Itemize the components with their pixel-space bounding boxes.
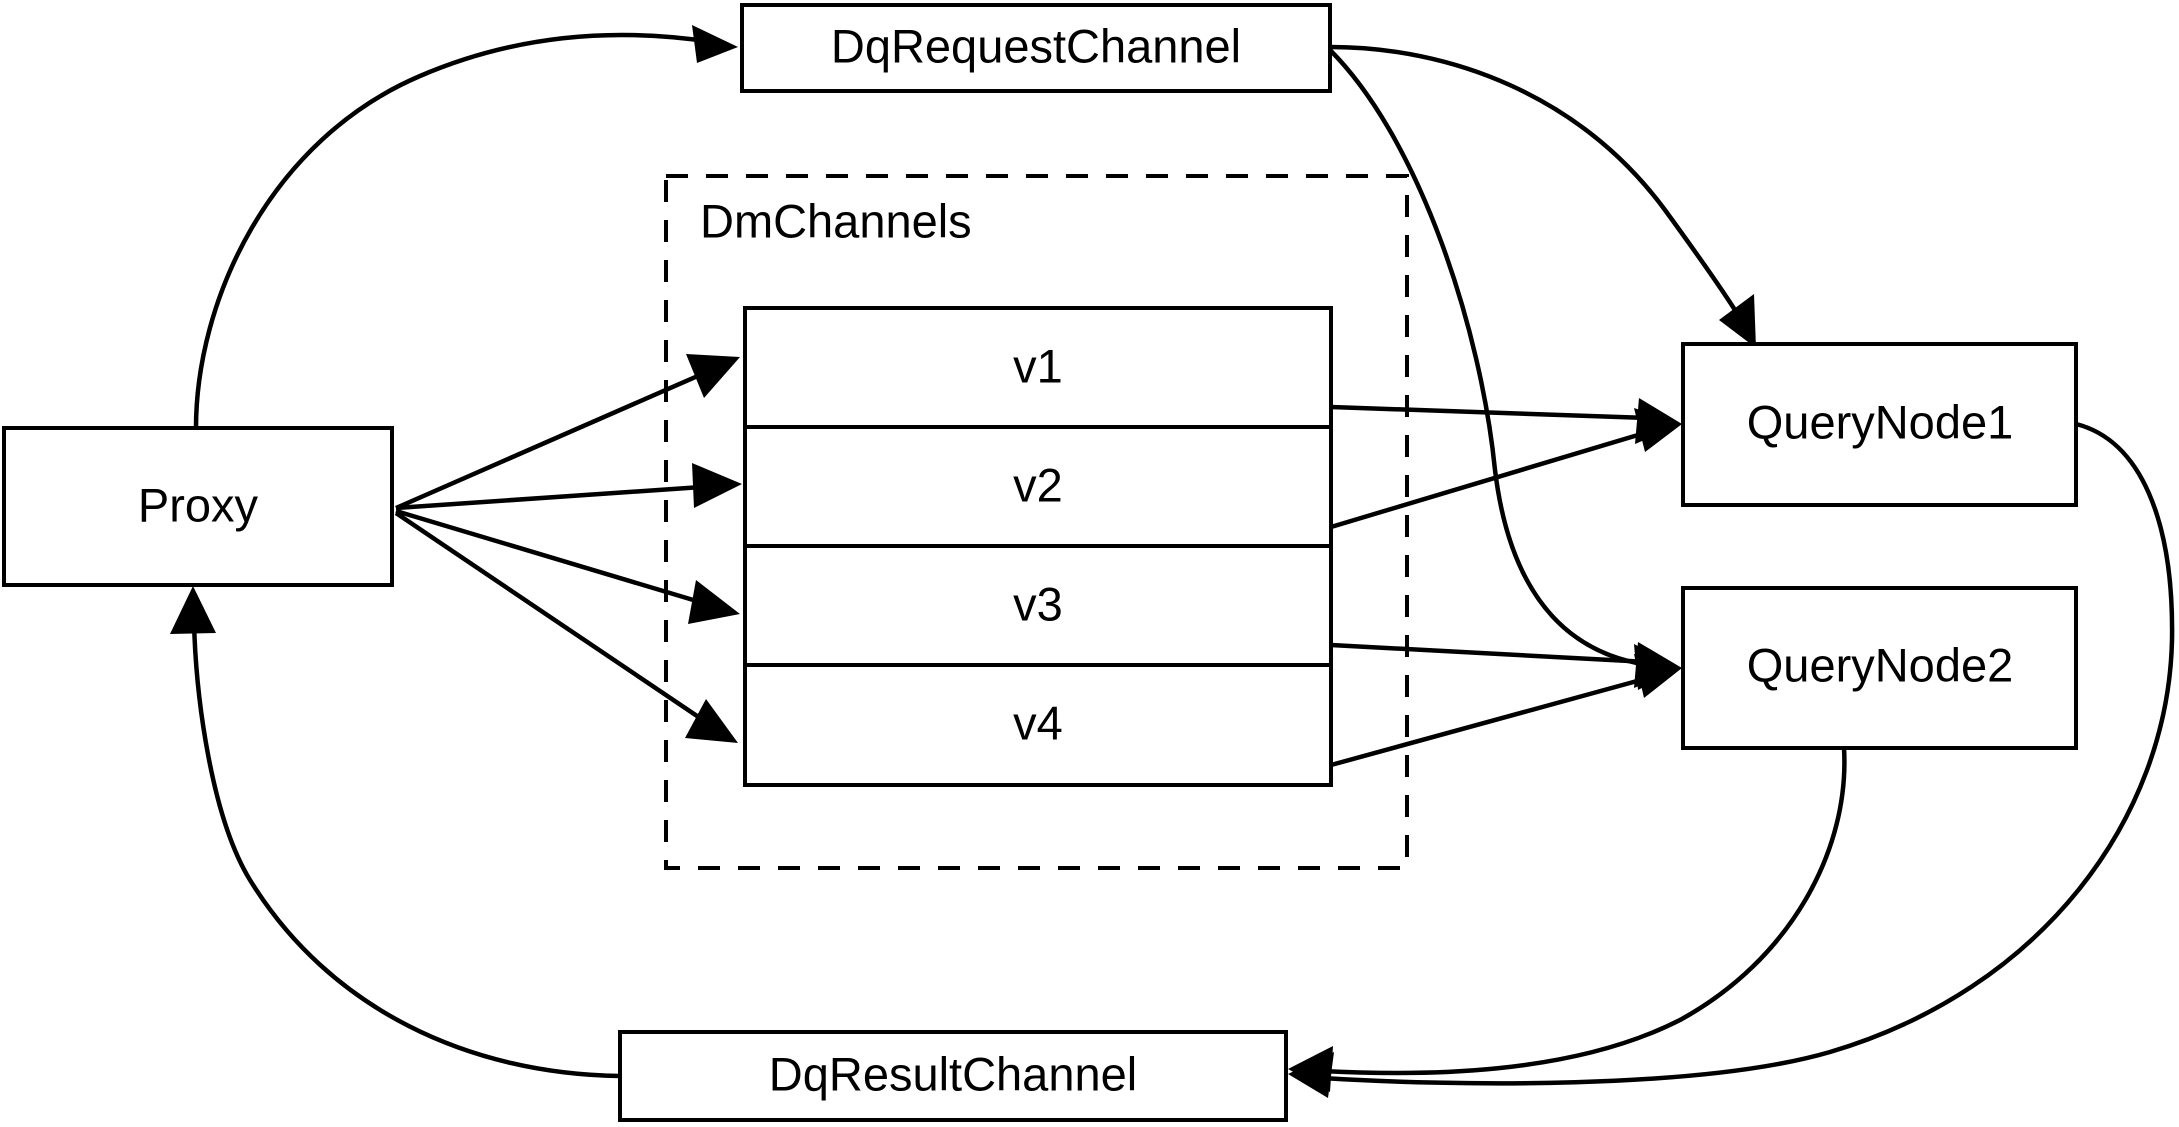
node-dq-result-channel-box[interactable] [618, 1030, 1288, 1122]
shard-label-v4: v4 [1013, 696, 1063, 749]
arrowhead-icon [686, 354, 740, 398]
edge-dqrequestchannel-to-querynode1 [1329, 44, 1756, 348]
arrowhead-icon [1634, 654, 1682, 698]
edge-proxy-to-v3 [395, 508, 740, 624]
node-query-node-2-label: QueryNode2 [1747, 638, 2014, 691]
dmchannels-group-border [664, 174, 1409, 870]
arrowhead-icon [1719, 294, 1756, 348]
node-query-node-1[interactable]: QueryNode1 [1681, 342, 2078, 507]
edge-dqresultchannel-to-proxy [170, 586, 621, 1079]
arrowhead-icon [170, 586, 216, 634]
edge-querynode2-to-dqresultchannel [1288, 747, 1847, 1092]
node-dq-result-channel-label: DqResultChannel [769, 1047, 1137, 1100]
arrowhead-icon [692, 25, 738, 63]
node-proxy-label: Proxy [138, 478, 259, 531]
node-dq-request-channel-label: DqRequestChannel [831, 19, 1241, 72]
shard-label-v2: v2 [1013, 458, 1063, 511]
edge-proxy-to-v1 [395, 354, 740, 511]
node-proxy[interactable]: Proxy [2, 426, 394, 587]
edge-v2-to-querynode1 [1330, 408, 1682, 530]
node-dq-request-channel-box[interactable] [740, 3, 1332, 93]
dmchannels-group: DmChannels [664, 174, 1409, 870]
node-dq-result-channel[interactable]: DqResultChannel [618, 1030, 1288, 1122]
arrowhead-icon [1288, 1046, 1333, 1092]
shard-stack: v1 v2 v3 v4 [743, 306, 1333, 787]
edge-proxy-to-dqrequestchannel [193, 25, 738, 429]
arrowhead-icon [692, 463, 742, 508]
node-query-node-2[interactable]: QueryNode2 [1681, 586, 2078, 750]
node-proxy-box[interactable] [2, 426, 394, 587]
shard-label-v1: v1 [1013, 339, 1063, 392]
node-query-node-1-box[interactable] [1681, 342, 2078, 507]
node-query-node-1-label: QueryNode1 [1747, 395, 2014, 448]
node-dq-request-channel[interactable]: DqRequestChannel [740, 3, 1332, 93]
edge-querynode1-to-dqresultchannel [1288, 421, 2175, 1098]
edge-proxy-to-v2 [395, 463, 742, 511]
arrowhead-icon [688, 580, 740, 624]
edge-dqrequestchannel-to-querynode2 [1328, 48, 1680, 690]
shard-label-v3: v3 [1013, 577, 1063, 630]
edge-v4-to-querynode2 [1330, 654, 1682, 768]
node-query-node-2-box[interactable] [1681, 586, 2078, 750]
arrowhead-icon [1634, 408, 1682, 452]
dmchannels-group-label: DmChannels [700, 194, 972, 247]
edge-proxy-to-v4 [394, 511, 738, 743]
arrowhead-icon [685, 699, 738, 743]
